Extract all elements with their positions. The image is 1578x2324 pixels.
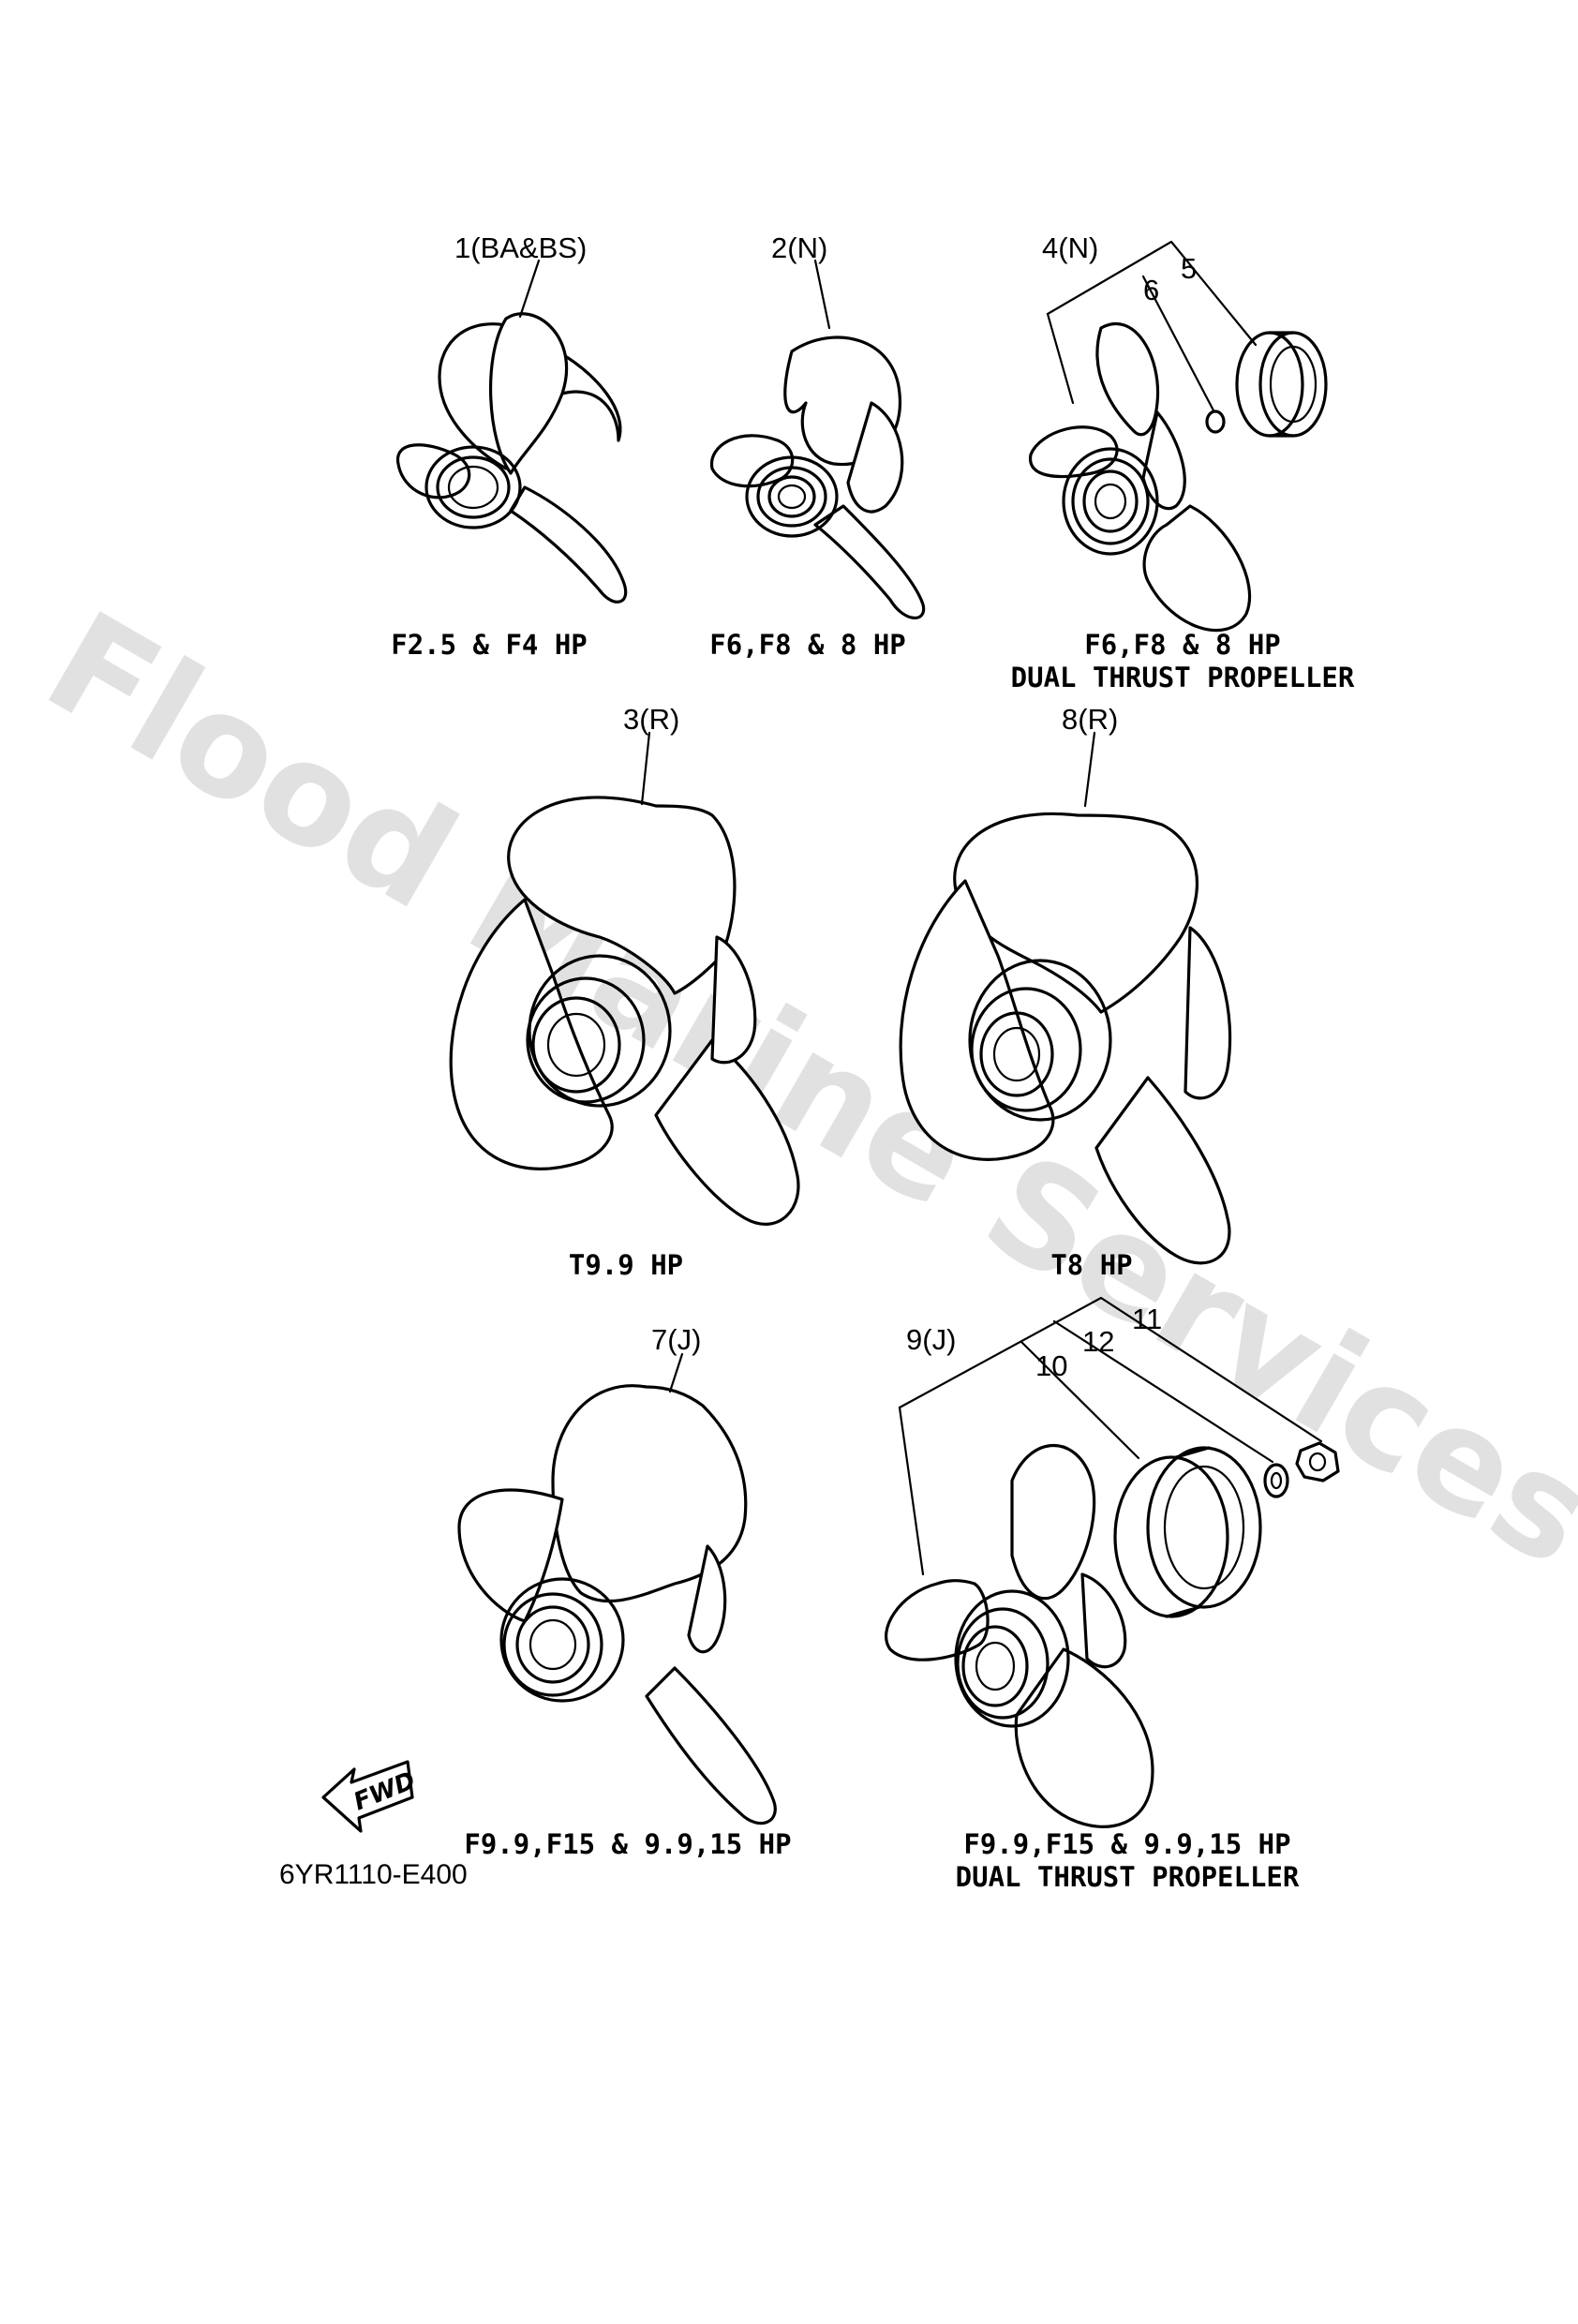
part-label-12: 12 [1082, 1325, 1114, 1358]
leader-4 [1046, 312, 1075, 405]
leader-3 [640, 731, 651, 806]
part-label-7: 7(J) [651, 1323, 701, 1356]
leader-2 [813, 259, 831, 330]
propeller-7 [457, 1384, 777, 1825]
leader-10 [1020, 1340, 1140, 1460]
propeller-2 [710, 335, 926, 619]
diagram-code: 6YR1110-E400 [279, 1859, 468, 1890]
part-label-3: 3(R) [623, 703, 679, 736]
part-label-1: 1(BA&BS) [454, 231, 587, 264]
part-label-4: 4(N) [1042, 231, 1098, 264]
caption-t99: T9.9 HP [569, 1249, 683, 1281]
part-label-11: 11 [1132, 1303, 1162, 1335]
fwd-arrow-icon: FWD [321, 1760, 420, 1833]
part-label-10: 10 [1035, 1349, 1067, 1382]
caption-f99-f15-dual-line2: DUAL THRUST PROPELLER [956, 1861, 1300, 1893]
leader-6 [1141, 275, 1215, 412]
propeller-8 [899, 812, 1232, 1265]
caption-f99-f15-dual-line1: F9.9,F15 & 9.9,15 HP [963, 1828, 1290, 1860]
part-label-5: 5 [1181, 252, 1197, 285]
leader-4-5 [1046, 240, 1258, 347]
propeller-3 [449, 796, 800, 1226]
watermark-text: Flood Marine Services [21, 581, 1578, 1598]
part-label-8: 8(R) [1062, 703, 1118, 736]
caption-f6-f8: F6,F8 & 8 HP [709, 629, 906, 661]
part-label-6: 6 [1143, 274, 1159, 306]
leader-7 [668, 1352, 684, 1393]
caption-f99-f15: F9.9,F15 & 9.9,15 HP [464, 1828, 791, 1860]
propeller-1 [396, 312, 628, 603]
part-label-2: 2(N) [771, 231, 827, 264]
propeller-4 [1029, 321, 1328, 633]
caption-t8: T8 HP [1050, 1249, 1132, 1281]
propeller-9 [885, 1441, 1340, 1828]
leader-12 [1052, 1319, 1274, 1464]
leader-8 [1083, 731, 1096, 808]
caption-f6-f8-dual-line1: F6,F8 & 8 HP [1084, 629, 1281, 661]
caption-f25-f4: F2.5 & F4 HP [391, 629, 588, 661]
leader-1 [518, 259, 541, 319]
leader-9-11 [898, 1296, 1323, 1443]
caption-f6-f8-dual-line2: DUAL THRUST PROPELLER [1011, 662, 1355, 693]
part-label-9: 9(J) [906, 1323, 956, 1356]
leader-9 [898, 1406, 925, 1576]
